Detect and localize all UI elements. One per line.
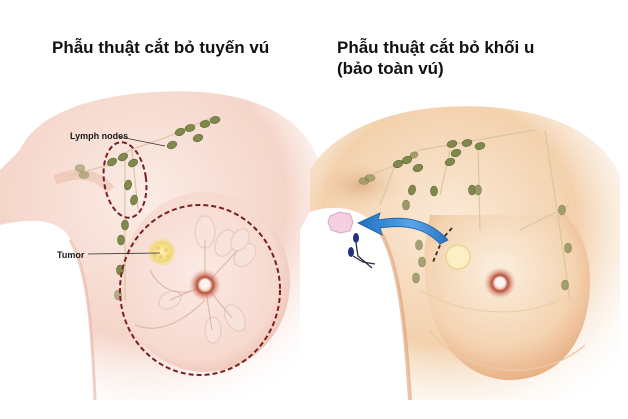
lumpectomy-panel bbox=[300, 106, 620, 419]
breast-excision-outline bbox=[119, 204, 281, 376]
lumpectomy-title-line2: (bảo toàn vú) bbox=[337, 59, 444, 78]
tissue-sample-icon bbox=[327, 211, 354, 234]
lymph-nodes-excision-outline bbox=[102, 141, 148, 219]
mastectomy-title: Phẫu thuật cắt bỏ tuyến vú bbox=[52, 38, 270, 57]
tumor-right bbox=[445, 244, 471, 270]
lymph-nodes-left bbox=[74, 116, 221, 301]
scissors-icon bbox=[348, 233, 376, 269]
mastectomy-panel bbox=[0, 91, 318, 419]
lymph-nodes-right bbox=[358, 139, 572, 291]
incision-line bbox=[432, 227, 453, 263]
tumor-left bbox=[148, 238, 176, 266]
tumor-label: Tumor bbox=[57, 250, 85, 260]
lumpectomy-title: Phẫu thuật cắt bỏ khối u (bảo toàn vú) bbox=[337, 37, 534, 79]
lumpectomy-title-line1: Phẫu thuật cắt bỏ khối u bbox=[337, 38, 535, 57]
curved-arrow-icon bbox=[357, 212, 449, 245]
lymph-nodes-label: Lymph nodes bbox=[70, 131, 129, 141]
